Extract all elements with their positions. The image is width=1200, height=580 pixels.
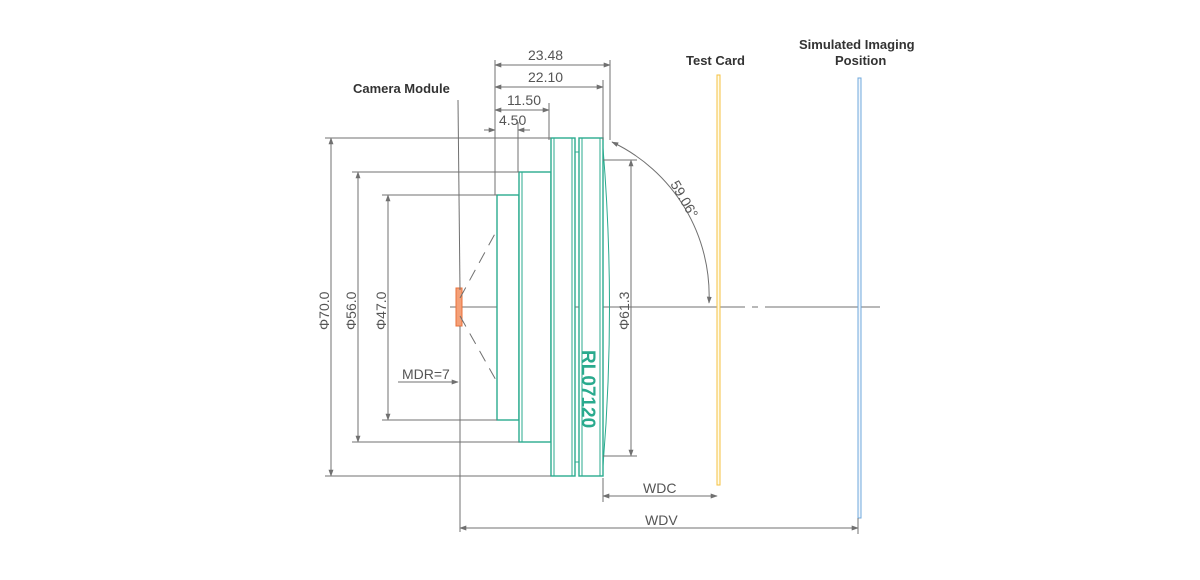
simulated-imaging-label-line2: Position bbox=[835, 53, 886, 68]
wdc-dimension bbox=[602, 478, 718, 502]
dim-11-50: 11.50 bbox=[507, 92, 541, 108]
dim-diameter-70: Φ70.0 bbox=[316, 291, 332, 330]
diameter-dimensions bbox=[325, 137, 551, 477]
lens-body bbox=[496, 137, 610, 477]
view-cone bbox=[459, 229, 498, 383]
dim-mdr: MDR=7 bbox=[402, 366, 450, 382]
camera-module-leader bbox=[457, 99, 461, 291]
camera-module-label: Camera Module bbox=[353, 81, 450, 96]
dim-22-10: 22.10 bbox=[528, 69, 563, 85]
dim-field-angle: 59.06° bbox=[667, 178, 701, 221]
field-angle-dimension bbox=[611, 141, 712, 304]
dim-diameter-56: Φ56.0 bbox=[343, 291, 359, 330]
test-card bbox=[716, 74, 721, 486]
top-length-dimensions bbox=[484, 60, 611, 195]
dim-wdv: WDV bbox=[645, 512, 678, 528]
wdv-dimension bbox=[459, 518, 859, 534]
dim-wdc: WDC bbox=[643, 480, 676, 496]
dim-23-48: 23.48 bbox=[528, 47, 563, 63]
test-card-label: Test Card bbox=[686, 53, 745, 68]
simulated-imaging-label-line1: Simulated Imaging bbox=[799, 37, 915, 52]
dim-diameter-61: Φ61.3 bbox=[616, 291, 632, 330]
simulated-imaging-plane bbox=[857, 77, 862, 519]
dim-4-50: 4.50 bbox=[499, 112, 526, 128]
camera-sensor bbox=[455, 287, 463, 327]
lens-model-label: RL07120 bbox=[577, 350, 598, 428]
dim-diameter-47: Φ47.0 bbox=[373, 291, 389, 330]
